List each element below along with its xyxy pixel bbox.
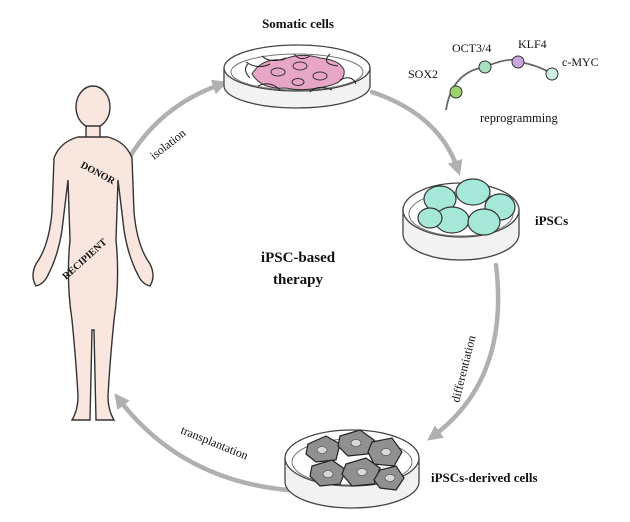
center-title-line1: iPSC-based [261, 250, 336, 266]
reprogramming-label: reprogramming [480, 111, 559, 125]
differentiation-arrow [427, 262, 501, 441]
factor-sox2-label: SOX2 [408, 67, 438, 81]
transplantation-arrow [114, 393, 291, 493]
factor-cmyc-dot [545, 67, 559, 81]
ipscs-dish [402, 178, 520, 261]
factor-klf4-label: KLF4 [518, 37, 547, 51]
ipscs-label: iPSCs [535, 213, 568, 228]
human-figure [32, 85, 154, 421]
isolation-arrow [125, 79, 228, 163]
reprogramming-arrow [369, 89, 463, 176]
factor-klf4-dot [511, 55, 525, 69]
factor-sox2-dot [449, 85, 463, 99]
factor-cmyc-label: c-MYC [562, 55, 599, 69]
transplantation-label: transplantation [179, 423, 250, 463]
reprogramming-factors: SOX2 OCT3/4 KLF4 c-MYC [408, 37, 599, 111]
somatic-cells [244, 53, 357, 93]
ipsc-cells [417, 178, 516, 236]
derived-cells-dish [284, 429, 420, 509]
isolation-label: isolation [147, 126, 188, 162]
derived-cell-nuclei [316, 439, 396, 482]
factor-oct34-dot [478, 60, 492, 74]
somatic-cells-dish [223, 44, 371, 109]
center-title-line2: therapy [273, 272, 323, 288]
factor-oct34-label: OCT3/4 [452, 41, 491, 55]
derived-cells-label: iPSCs-derived cells [431, 470, 538, 485]
somatic-cells-label: Somatic cells [262, 16, 334, 31]
